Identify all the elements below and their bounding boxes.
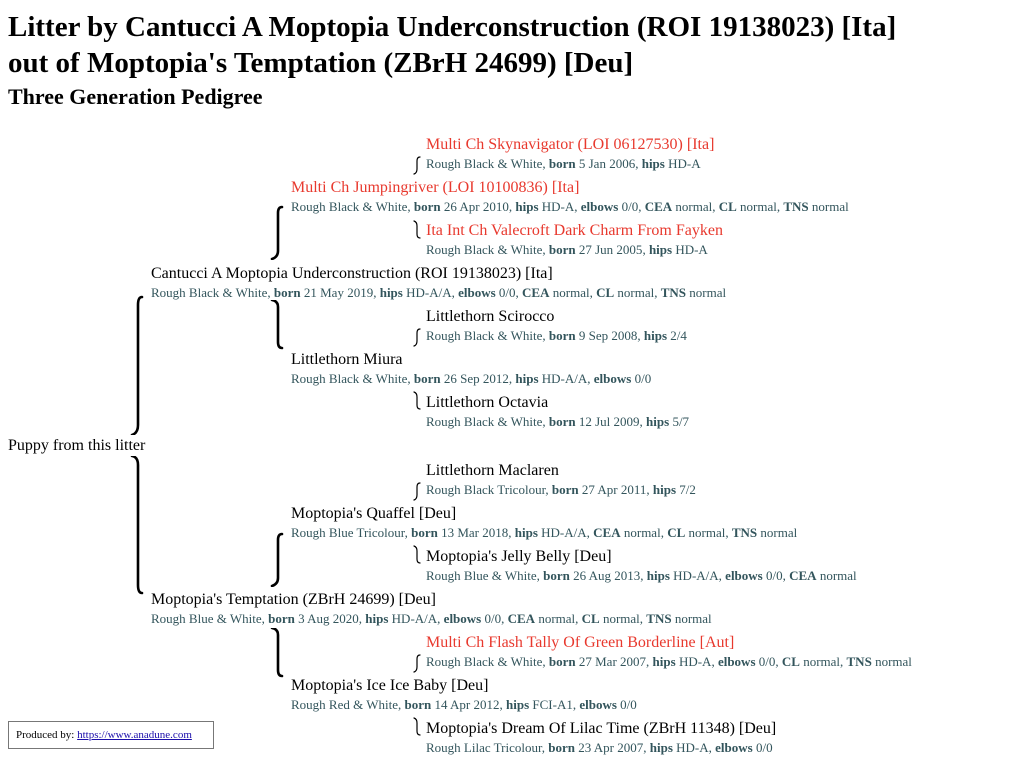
produced-by-box: Produced by: https://www.anadune.com	[8, 721, 214, 749]
dog-sire-sire: Multi Ch Jumpingriver (LOI 10100836) [It…	[291, 178, 849, 215]
puppy-label: Puppy from this litter	[8, 437, 146, 454]
produced-by-label: Produced by:	[16, 729, 75, 741]
brace-small-8	[413, 717, 421, 736]
dog-details: Rough Black & White, born 12 Jul 2009, h…	[426, 414, 690, 429]
dog-sire-dam: Littlethorn Miura Rough Black & White, b…	[291, 350, 651, 387]
dog-details: Rough Black Tricolour, born 27 Apr 2011,…	[426, 482, 696, 497]
brace-small-7	[413, 654, 421, 673]
brace-dam-to-dam-dam	[270, 628, 284, 678]
dog-name: Littlethorn Miura	[291, 351, 403, 368]
dog-name: Moptopia's Temptation (ZBrH 24699) [Deu]	[151, 591, 436, 608]
brace-sire-to-sire-dam	[270, 300, 284, 350]
brace-small-2	[413, 220, 421, 239]
dog-dam-dam: Moptopia's Ice Ice Baby [Deu] Rough Red …	[291, 676, 637, 713]
brace-puppy-to-dam	[130, 456, 144, 595]
dog-dam: Moptopia's Temptation (ZBrH 24699) [Deu]…	[151, 590, 712, 627]
dog-name: Moptopia's Jelly Belly [Deu]	[426, 548, 612, 565]
dog-sire: Cantucci A Moptopia Underconstruction (R…	[151, 264, 726, 301]
dog-name: Cantucci A Moptopia Underconstruction (R…	[151, 265, 553, 282]
dog-sire-sire-dam: Ita Int Ch Valecroft Dark Charm From Fay…	[426, 221, 723, 258]
dog-dam-sire-dam: Moptopia's Jelly Belly [Deu] Rough Blue …	[426, 547, 857, 584]
anadune-link[interactable]: https://www.anadune.com	[77, 729, 192, 741]
dog-details: Rough Black & White, born 27 Mar 2007, h…	[426, 654, 912, 669]
page-title-line2: out of Moptopia's Temptation (ZBrH 24699…	[8, 47, 634, 79]
dog-details: Rough Black & White, born 9 Sep 2008, hi…	[426, 328, 687, 343]
brace-small-4	[413, 391, 421, 410]
dog-details: Rough Blue & White, born 3 Aug 2020, hip…	[151, 611, 712, 626]
dog-name: Littlethorn Scirocco	[426, 308, 555, 325]
dog-dam-dam-sire: Multi Ch Flash Tally Of Green Borderline…	[426, 633, 912, 670]
brace-small-6	[413, 545, 421, 564]
dog-dam-dam-dam: Moptopia's Dream Of Lilac Time (ZBrH 113…	[426, 719, 776, 756]
page-subtitle: Three Generation Pedigree	[8, 84, 263, 109]
dog-details: Rough Blue & White, born 26 Aug 2013, hi…	[426, 568, 857, 583]
page-title-line1: Litter by Cantucci A Moptopia Underconst…	[8, 11, 897, 43]
dog-details: Rough Black & White, born 21 May 2019, h…	[151, 285, 727, 300]
dog-name: Ita Int Ch Valecroft Dark Charm From Fay…	[426, 222, 723, 239]
dog-name: Multi Ch Jumpingriver (LOI 10100836) [It…	[291, 179, 580, 196]
dog-sire-dam-dam: Littlethorn Octavia Rough Black & White,…	[426, 393, 689, 430]
dog-details: Rough Blue Tricolour, born 13 Mar 2018, …	[291, 525, 798, 540]
dog-details: Rough Lilac Tricolour, born 23 Apr 2007,…	[426, 740, 773, 755]
dog-sire-dam-sire: Littlethorn Scirocco Rough Black & White…	[426, 307, 687, 344]
dog-name: Moptopia's Ice Ice Baby [Deu]	[291, 677, 489, 694]
dog-details: Rough Black & White, born 27 Jun 2005, h…	[426, 242, 708, 257]
brace-small-1	[413, 156, 421, 175]
dog-sire-sire-sire: Multi Ch Skynavigator (LOI 06127530) [It…	[426, 135, 714, 172]
dog-dam-sire-sire: Littlethorn Maclaren Rough Black Tricolo…	[426, 461, 696, 498]
dog-dam-sire: Moptopia's Quaffel [Deu] Rough Blue Tric…	[291, 504, 797, 541]
brace-sire-to-sire-sire	[270, 205, 284, 260]
dog-details: Rough Black & White, born 26 Apr 2010, h…	[291, 199, 849, 214]
dog-details: Rough Black & White, born 26 Sep 2012, h…	[291, 371, 652, 386]
brace-dam-to-dam-sire	[270, 532, 284, 587]
dog-name: Littlethorn Maclaren	[426, 462, 559, 479]
dog-name: Moptopia's Dream Of Lilac Time (ZBrH 113…	[426, 720, 777, 737]
brace-small-5	[413, 482, 421, 501]
dog-name: Multi Ch Skynavigator (LOI 06127530) [It…	[426, 136, 715, 153]
dog-details: Rough Red & White, born 14 Apr 2012, hip…	[291, 697, 637, 712]
dog-name: Multi Ch Flash Tally Of Green Borderline…	[426, 634, 735, 651]
brace-puppy-to-sire	[130, 295, 144, 435]
dog-details: Rough Black & White, born 5 Jan 2006, hi…	[426, 156, 701, 171]
dog-name: Littlethorn Octavia	[426, 394, 549, 411]
brace-small-3	[413, 328, 421, 347]
dog-name: Moptopia's Quaffel [Deu]	[291, 505, 457, 522]
